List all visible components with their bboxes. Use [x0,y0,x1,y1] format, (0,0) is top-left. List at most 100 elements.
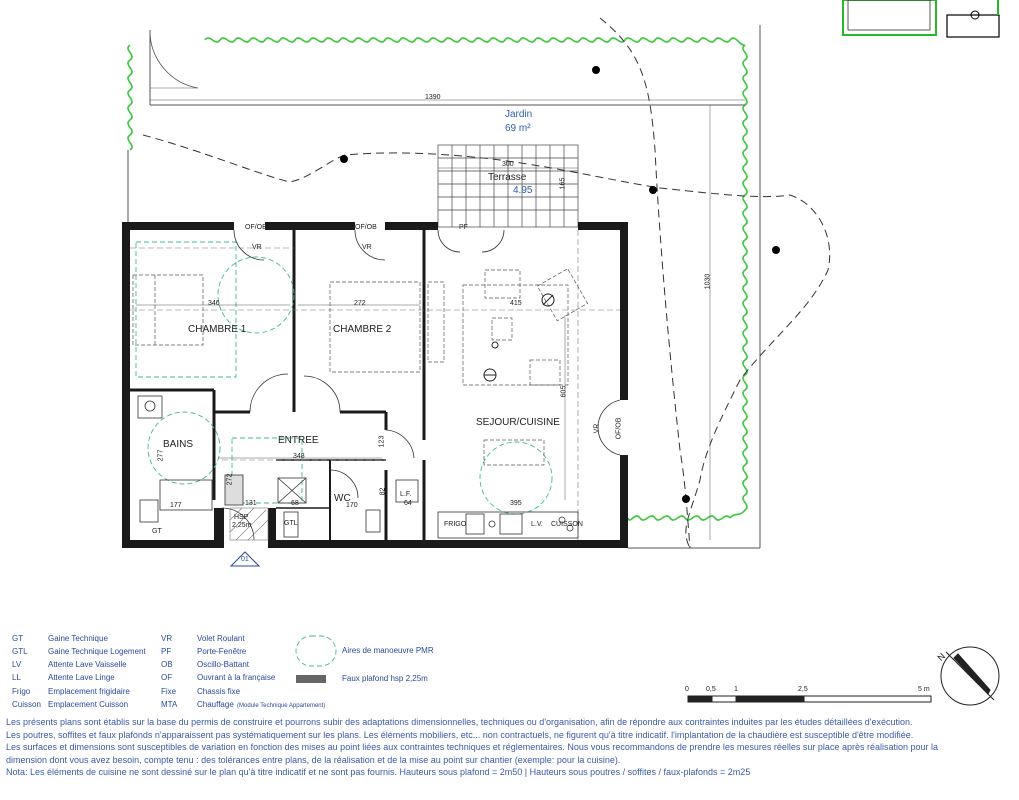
legend-code-ob: OB [161,660,173,669]
dim-272b: 272 [226,473,234,486]
room-chambre2: CHAMBRE 2 [333,324,392,335]
room-jardin: Jardin [505,109,533,120]
legend-text-gtl: Gaine Technique Logement [48,647,146,656]
scale-5m: 5 m [918,686,930,693]
hsp-label: HSP [234,514,249,521]
tag-ofob-2: OF/OB [355,224,377,231]
legend-code-ll: LL [12,673,21,682]
note-line: Nota: Les éléments de cuisine ne sont de… [6,767,751,777]
kitchen-units [437,511,579,539]
living-furniture [427,268,589,466]
tag-gtl: GTL [284,520,298,527]
dim-277: 277 [157,449,165,462]
room-wc: WC [334,493,351,504]
note-line: dimension dont vous avez besoin, compte … [6,754,621,765]
disclaimer-notes: Les présents plans sont établis sur la b… [6,716,1006,779]
room-sejour: SEJOUR/CUISINE [476,417,560,428]
gt-label: GT [152,528,162,535]
hedge [127,37,748,521]
bed-chambre2 [329,281,421,373]
legend-faux-plafond: Faux plafond hsp 2,25m [342,674,428,683]
legend-text-frigo: Emplacement frigidaire [48,687,130,696]
tag-ofob-1: OF/OB [245,224,267,231]
trees [340,66,780,503]
room-terrasse: Terrasse [488,172,527,183]
dim-170: 170 [346,502,358,509]
tag-vr-3: VR [593,423,601,434]
legend-text-fixe: Chassis fixe [197,687,241,696]
dim-346: 346 [208,300,220,307]
tag-frigo: FRIGO [444,521,467,528]
dim-177: 177 [170,502,182,509]
room-terrasse-area: 4.95 [513,185,533,196]
dim-300: 300 [502,161,514,168]
note-line: Les présents plans sont établis sur la b… [6,717,913,727]
dimension-lines [136,99,745,540]
terrace [437,144,579,228]
hsp-zone [229,507,269,541]
tag-lf: L.F. [400,491,412,498]
dim-1030: 1030 [704,273,712,290]
legend-text-ob: Oscillo-Battant [197,660,250,669]
dim-395: 395 [510,500,522,507]
compass [940,646,1000,706]
dim-605: 605 [560,385,568,398]
tag-vr-2: VR [362,244,372,251]
garden-paths [142,17,831,549]
exterior-walls [122,222,628,548]
legend-graphics [295,635,337,683]
dim-131: 131 [245,500,257,507]
dim-272: 272 [354,300,366,307]
legend-pmr: Aires de manoeuvre PMR [342,646,434,655]
legend-code-gtl: GTL [12,647,28,656]
legend-code-pf: PF [161,647,172,656]
scale-1: 1 [734,686,738,693]
dim-348: 348 [293,453,305,460]
legend-code-of: OF [161,673,173,682]
legend-code-vr: VR [161,634,173,643]
scale-0: 0 [685,686,689,693]
site-boundary [127,25,761,549]
room-jardin-area: 69 m² [505,123,531,134]
hsp-value: 2,25m [232,522,252,529]
dim-64: 64 [404,500,412,507]
legend-text-pf: Porte-Fenêtre [197,647,247,656]
legend-text-mta: Chauffage [197,700,234,709]
tag-pf: PF [459,224,468,231]
plan-number: 01 [241,556,249,563]
pmr-circles [135,241,553,515]
plan-marker [229,551,261,567]
dim-165: 165 [559,177,567,190]
dim-123: 123 [378,435,386,448]
legend-text-cuisson: Emplacement Cuisson [48,700,129,709]
tag-cuisson: CUISSON [551,521,583,528]
legend-code-cuisson: Cuisson [12,700,41,709]
room-chambre1: CHAMBRE 1 [188,324,247,335]
legend-text-gt: Gaine Technique [48,634,108,643]
legend-text-of: Ouvrant à la française [197,673,276,682]
legend-code-frigo: Frigo [12,687,31,696]
legend-code-lv: LV [12,660,22,669]
bed-chambre1 [132,274,204,346]
legend-code-fixe: Fixe [161,687,177,696]
wheelchair-icons [483,293,555,382]
legend-mta-note: (Module Technique Appartement) [237,703,326,709]
tag-lv: L.V. [531,521,543,528]
ceiling-lines [130,230,620,540]
room-bains: BAINS [163,439,194,450]
tag-vr-1: VR [252,244,262,251]
room-entree: ENTREE [278,435,319,446]
scale-bar [687,695,932,703]
scale-05: 0,5 [706,686,716,693]
legend-text-ll: Attente Lave Linge [48,673,115,682]
scale-25: 2,5 [798,686,808,693]
legend-text-lv: Attente Lave Vaisselle [48,660,127,669]
dim-1390: 1390 [425,94,441,101]
dim-82: 82 [379,487,387,496]
bathroom-fixtures [137,395,419,538]
neighbor-detail [842,0,1000,38]
tag-ofob-3: OF/OB [615,417,623,440]
legend-code-gt: GT [12,634,24,643]
note-line: Les poutres, soffites et faux plafonds n… [6,729,914,740]
